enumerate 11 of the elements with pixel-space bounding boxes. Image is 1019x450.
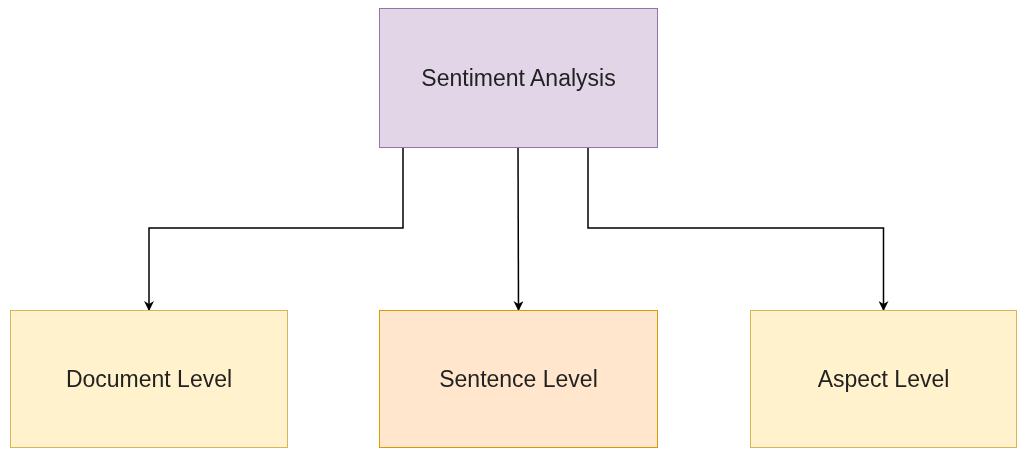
node-label: Aspect Level xyxy=(817,365,950,393)
process-box xyxy=(379,8,658,148)
arrow xyxy=(513,147,524,311)
node-label: Sentence Level xyxy=(439,365,598,393)
arrow xyxy=(144,147,404,311)
arrow xyxy=(587,147,889,311)
node-label: Sentiment Analysis xyxy=(421,64,616,92)
node-label: Document Level xyxy=(65,365,233,393)
level-box xyxy=(750,310,1017,448)
level-box xyxy=(10,310,288,448)
level-box xyxy=(379,310,658,448)
